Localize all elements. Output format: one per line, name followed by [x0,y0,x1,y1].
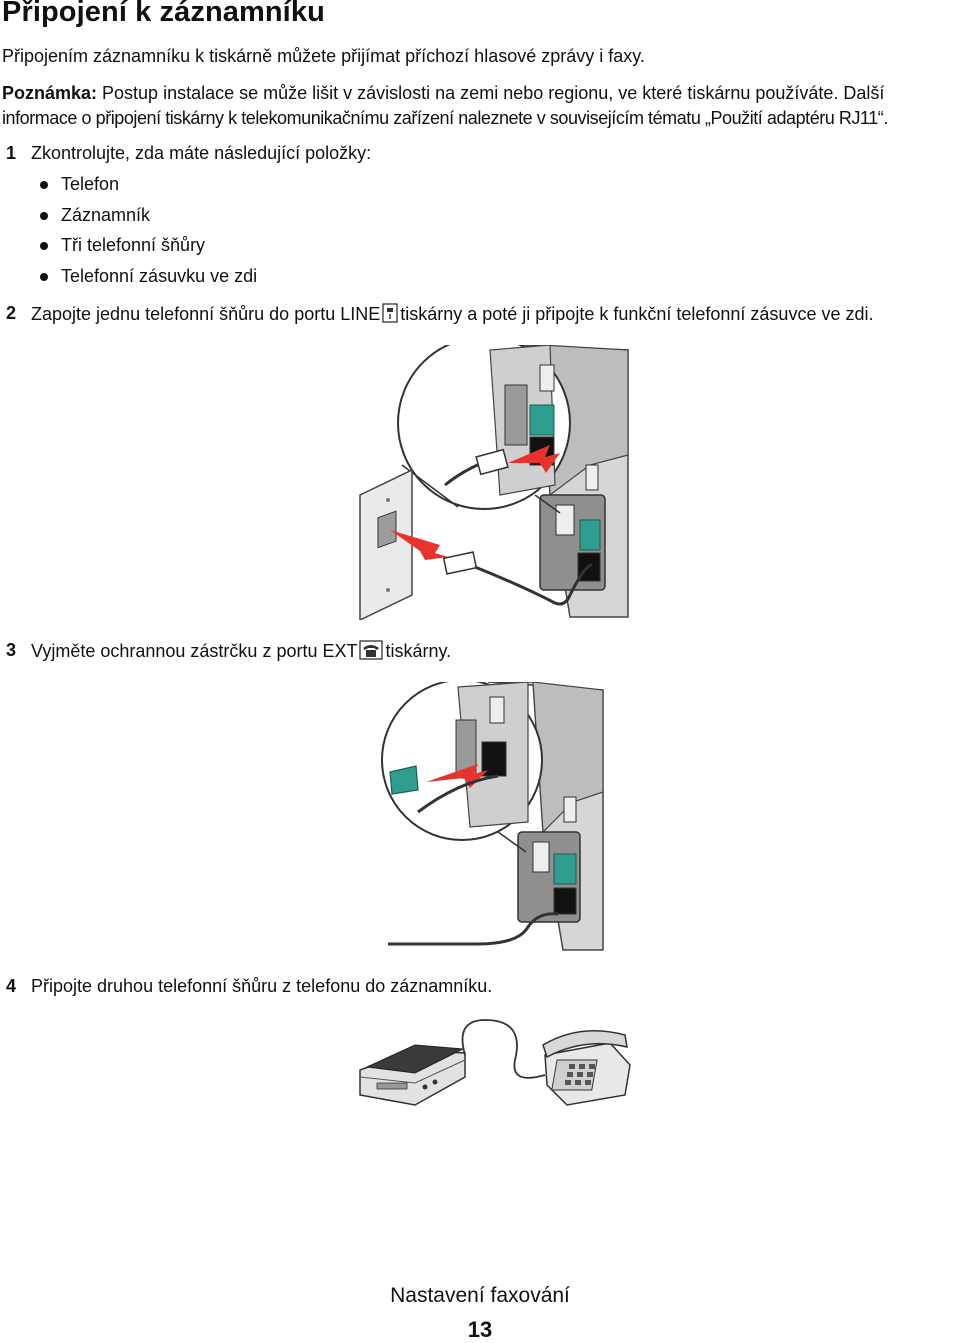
note-text-1: Postup instalace se může lišit v závislo… [97,83,885,103]
note-line-1: Poznámka: Postup instalace se může lišit… [2,81,884,105]
page-title: Připojení k záznamníku [2,0,325,28]
step-2-text-after: tiskárny a poté ji připojte k funkční te… [400,304,874,324]
step-2-text-before: Zapojte jednu telefonní šňůru do portu L… [31,304,381,324]
note-label: Poznámka: [2,83,98,103]
step-1-text: Zkontrolujte, zda máte následující polož… [31,143,372,163]
step-4-number: 4 [6,976,17,996]
bullet-icon [40,273,48,281]
step-3-number: 3 [6,640,17,660]
bullet-icon [40,181,48,189]
printer-line-port-illustration [359,345,629,620]
ext-phone-port-icon [359,640,384,665]
list-item: Záznamník [61,205,151,225]
list-item: Tři telefonní šňůry [61,235,206,255]
step-3-text: Vyjměte ochrannou zástrčku z portu EXT ti… [31,640,451,665]
step-2-text: Zapojte jednu telefonní šňůru do portu L… [31,303,873,328]
intro-paragraph: Připojením záznamníku k tiskárně můžete … [2,46,645,66]
bullet-icon [40,212,48,220]
printer-ext-port-illustration [381,682,604,951]
bullet-icon [40,242,48,250]
step-4-text: Připojte druhou telefonní šňůru z telefo… [31,976,493,996]
page-number: 13 [467,1317,493,1342]
note-line-2: informace o připojení tiskárny k telekom… [2,108,888,128]
list-item: Telefonní zásuvku ve zdi [61,266,258,286]
step-3-text-before: Vyjměte ochrannou zástrčku z portu EXT [31,641,358,661]
phone-answering-machine-illustration [359,1019,631,1106]
footer-section-title: Nastavení faxování [390,1284,570,1307]
step-3-text-after: tiskárny. [385,641,452,661]
list-item: Telefon [61,174,120,194]
step-2-number: 2 [6,303,17,323]
line-port-icon [382,303,398,328]
step-1-number: 1 [6,143,17,163]
